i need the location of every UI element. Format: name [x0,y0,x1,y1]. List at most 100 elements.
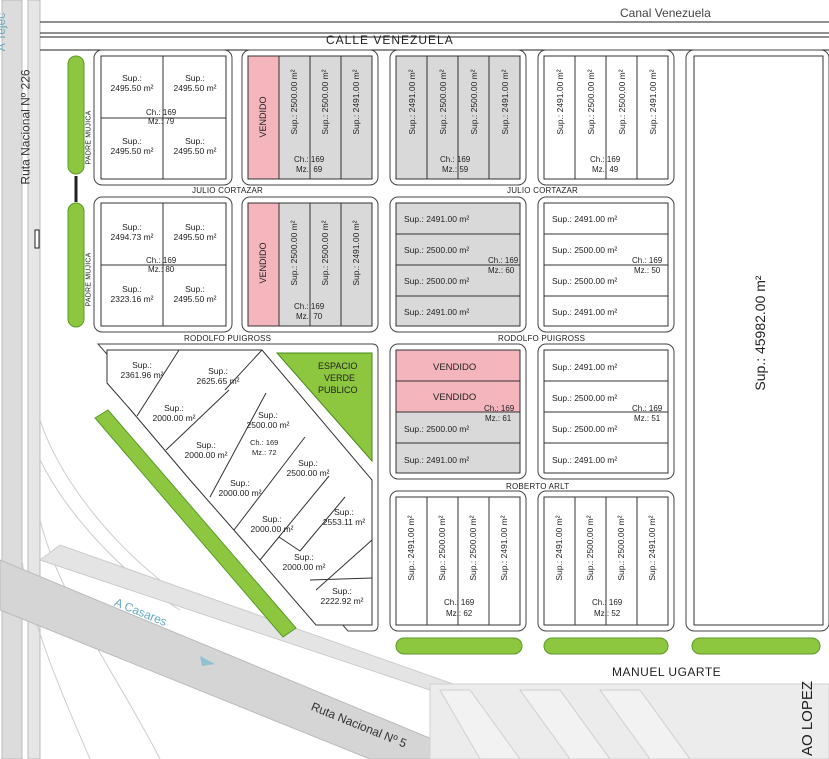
lot-label: Sup.: 2491.00 m² [499,515,509,581]
block-mz-label: Mz.: 61 [485,414,512,423]
block-ch-label: Ch.: 169 [146,108,177,117]
lot-label: Sup.: 2222.92 m² [320,586,364,606]
lot-label: Sup.: 2500.00 m² [468,515,478,581]
street-rodolfo-puigross-right: RODOLFO PUIGROSS [498,334,586,343]
block-mz-label: Mz.: 59 [442,165,469,174]
lot-label: Sup.: 2625.65 m² [196,366,240,386]
block-mz-label: Mz.: 80 [148,265,175,274]
lot-label: Sup.: 2495.50 m² [173,284,217,304]
lot-label: Sup.: 2494.73 m² [110,222,154,242]
block-mz-label: Mz.: 51 [634,414,661,423]
block-mz-label: Mz.: 50 [634,266,661,275]
ruta-226-label: Ruta Nacional Nº 226 [18,69,33,185]
lot-label: Sup.: 2491.00 m² [648,69,658,135]
block-mz-label: Mz.: 52 [594,609,621,618]
street-julio-cortazar-left: JULIO CORTAZAR [192,186,263,195]
street-padre-mujica-top: PADRE MUJICA [85,110,93,165]
lot-label: Sup.: 2491.00 m² [554,515,564,581]
block-ch-label: Ch.: 169 [488,256,519,265]
vendido-label: VENDIDO [433,392,477,403]
block-mz-59 [395,55,521,180]
lot-label: Sup.: 2500.00 m² [289,69,299,135]
block-mz-49 [543,55,669,180]
lot-label: Sup.: 2000.00 m² [152,403,196,423]
small-marker-icon [34,229,40,249]
manuel-ugarte-label: MANUEL UGARTE [612,665,722,679]
calle-venezuela-label: CALLE VENEZUELA [326,33,454,47]
block-mz-62 [395,496,521,626]
lot-label: Sup.: 2491.00 m² [500,69,510,135]
espacio-verde-label: VERDE [324,373,356,383]
block-mz-50 [543,202,669,327]
lot-label: Sup.: 2500.00 m² [617,69,627,135]
lot-label: Sup.: 2500.00 m² [552,393,618,403]
lot-label: Sup.: 2495.50 m² [173,222,217,242]
lot-label: Sup.: 2000.00 m² [250,514,294,534]
lot-label: Sup.: 2500.00 m² [585,515,595,581]
block-mz-label: Mz.: 62 [446,609,473,618]
block-ch-label: Ch.: 169 [590,155,621,164]
lot-label: Sup.: 2000.00 m² [184,440,228,460]
lot-label: Sup.: 2500.00 m² [246,410,290,430]
lot-label: Sup.: 2491.00 m² [404,455,470,465]
lot-label: Sup.: 2500.00 m² [552,276,618,286]
street-julio-cortazar-right: JULIO CORTAZAR [507,186,578,195]
large-lot-label: Sup.: 45982.00 m² [752,275,768,391]
lot-label: Sup.: 2500.00 m² [404,276,470,286]
lot-label: Sup.: 2500.00 m² [437,515,447,581]
lot-label: Sup.: 2495.50 m² [173,73,217,93]
lopez-road-label: AO LOPEZ [799,680,817,757]
block-ch-label: Ch.: 169 [294,302,325,311]
a-tejedor-label: A Tejec [0,12,9,51]
lot-label: Sup.: 2500.00 m² [404,424,470,434]
block-ch-label: Ch.: 169 [592,598,623,607]
lot-label: Sup.: 2500.00 m² [320,69,330,135]
street-padre-mujica-bottom: PADRE MUJICA [85,252,93,307]
espacio-verde-label: PUBLICO [318,385,358,395]
street-rodolfo-puigross-left: RODOLFO PUIGROSS [184,334,272,343]
green-strips [67,55,821,655]
canal-venezuela-label: Canal Venezuela [620,6,711,20]
direction-arrow-icon [200,656,215,666]
espacio-verde-label: ESPACIO [318,361,358,371]
block-mz-52 [543,496,669,626]
lot-label: Sup.: 2500.00 m² [552,424,618,434]
lot-label: Sup.: 2495.50 m² [110,73,154,93]
lot-label: Sup.: 2491.00 m² [552,455,618,465]
lot-label: Sup.: 2491.00 m² [404,214,470,224]
lot-label: Sup.: 2491.00 m² [351,69,361,135]
lot-label: Sup.: 2000.00 m² [218,478,262,498]
lot-label: Sup.: 2500.00 m² [552,245,618,255]
block-ch-label: Ch.: 169 [250,438,279,447]
lot-label: Sup.: 2323.16 m² [110,284,154,304]
block-mz-label: Mz.: 49 [592,165,619,174]
vendido-label: VENDIDO [258,96,268,138]
block-mz-70 [247,202,373,327]
service-road-right [429,683,829,759]
lot-label: Sup.: 2491.00 m² [407,69,417,135]
lot-label: Sup.: 2500.00 m² [438,69,448,135]
lot-label: Sup.: 2491.00 m² [552,362,618,372]
lot-label: Sup.: 2495.50 m² [110,136,154,156]
street-roberto-arlt: ROBERTO ARLT [506,482,570,491]
vendido-label: VENDIDO [258,242,268,284]
lot-label: Sup.: 2491.00 m² [406,515,416,581]
block-mz-79 [100,55,227,180]
lot-label: Sup.: 2491.00 m² [351,220,361,286]
lot-label: Sup.: 2000.00 m² [282,552,326,572]
block-mz-69 [247,55,373,180]
block-mz-61 [395,349,521,474]
lot-label: Sup.: 2495.50 m² [173,136,217,156]
block-ch-label: Ch.: 169 [294,155,325,164]
block-large-lot [693,55,824,626]
vendido-label: VENDIDO [433,362,477,373]
lot-label: Sup.: 2491.00 m² [552,214,618,224]
lot-label: Sup.: 2500.00 m² [404,245,470,255]
lot-label: Sup.: 2500.00 m² [469,69,479,135]
block-mz-51 [543,349,669,474]
block-mz-label: Mz.: 72 [252,448,277,457]
block-mz-label: Mz.: 69 [296,165,323,174]
lot-label: Sup.: 2491.00 m² [555,69,565,135]
espacio-verde-publico-area [275,352,373,463]
